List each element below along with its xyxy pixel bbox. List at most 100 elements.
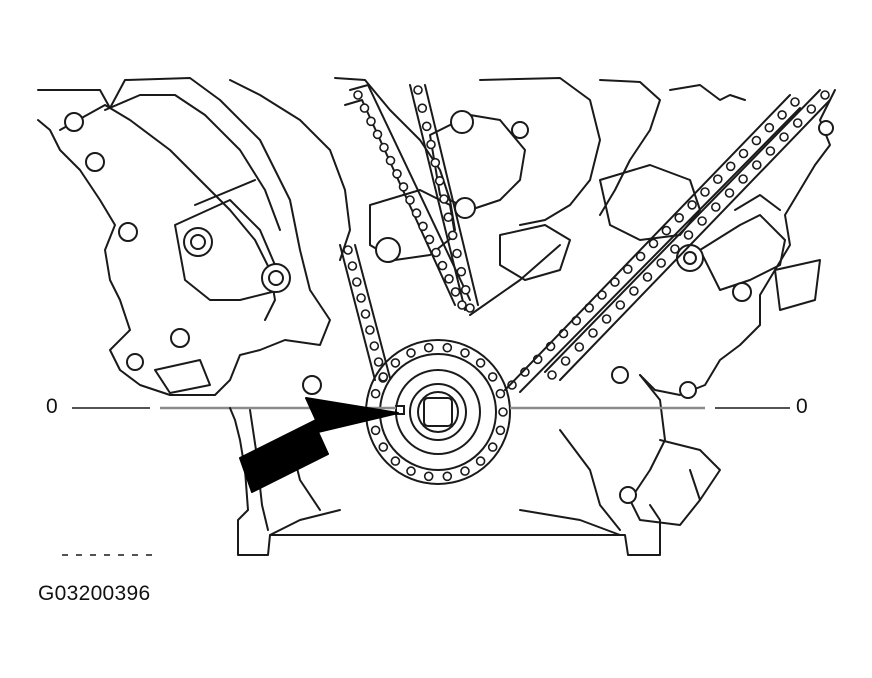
sprocket-tooth	[487, 442, 498, 452]
bolt-hole	[683, 251, 697, 265]
chain-link	[764, 122, 775, 133]
chain-link	[560, 356, 571, 366]
chain-link	[724, 188, 735, 198]
chain-link	[610, 277, 620, 287]
chain-link	[738, 148, 749, 159]
chain-link	[365, 325, 375, 335]
chain-link	[629, 286, 639, 296]
bolt-hole	[511, 121, 529, 139]
chain-link	[411, 208, 422, 218]
left-timing-marker: 0	[46, 395, 58, 418]
sprocket-tooth	[390, 456, 401, 466]
chain-link	[670, 244, 680, 254]
bolt-hole	[126, 353, 144, 371]
sprocket-tooth	[460, 348, 470, 358]
right-timing-marker: 0	[796, 395, 808, 418]
engine-block-left	[37, 77, 331, 396]
chain-link	[359, 103, 370, 113]
chain-link	[725, 161, 736, 172]
bolt-hole	[611, 366, 629, 384]
chain-link	[444, 273, 454, 284]
bolt-hole	[302, 375, 322, 395]
chain-link	[820, 90, 830, 100]
chain-link	[431, 247, 441, 258]
chain-link	[712, 174, 723, 184]
secondary-timing-chain	[469, 89, 831, 393]
chain-link	[372, 129, 383, 140]
chain-link	[356, 293, 366, 303]
bolt-hole	[118, 222, 138, 242]
bolt-hole	[170, 328, 190, 348]
chain-link	[457, 300, 467, 310]
chain-link	[806, 104, 817, 114]
sprocket-tooth	[442, 342, 453, 353]
sprocket-tooth	[406, 348, 416, 358]
chain-link	[792, 118, 803, 128]
chain-link	[366, 116, 376, 127]
bolt-hole	[190, 234, 206, 250]
chain-link	[687, 200, 697, 210]
sprocket-tooth	[495, 425, 506, 436]
chain-link	[656, 258, 667, 268]
chain-link	[790, 97, 800, 107]
chain-link	[622, 264, 633, 275]
chain-link	[751, 135, 762, 146]
sprocket-tooth	[370, 388, 381, 399]
chain-link	[661, 225, 672, 236]
chain-link	[765, 146, 776, 156]
chain-link	[424, 234, 435, 245]
bolt-hole	[619, 486, 637, 504]
alignment-arrow-icon	[239, 397, 399, 493]
chain-link	[413, 85, 423, 95]
chain-link	[353, 90, 363, 100]
chain-link	[642, 272, 653, 282]
chain-link	[738, 174, 748, 184]
primary-timing-chain	[339, 84, 479, 381]
chain-link	[460, 284, 471, 295]
bolt-hole	[732, 282, 752, 302]
chain-link	[450, 287, 461, 297]
chain-link	[700, 187, 710, 197]
chain-link	[373, 357, 384, 367]
bolt-hole	[375, 237, 401, 263]
chain-link	[601, 314, 612, 324]
sprocket-tooth	[406, 466, 416, 476]
chain-link	[697, 216, 707, 226]
chain-link	[430, 157, 441, 168]
chain-link	[456, 266, 467, 277]
sprocket-tooth	[460, 466, 470, 476]
chain-link	[547, 370, 557, 380]
chain-link	[437, 260, 448, 271]
chain-link	[405, 195, 415, 205]
sprocket-tooth	[378, 372, 389, 382]
sprocket-tooth	[370, 425, 381, 436]
chain-link	[465, 303, 475, 313]
chain-link	[683, 230, 694, 240]
sprocket-tooth	[423, 342, 434, 353]
sprocket-tooth	[378, 442, 389, 452]
chain-link	[421, 121, 432, 132]
sprocket-tooth	[487, 372, 498, 382]
sprocket-tooth	[423, 471, 434, 482]
lower-front-cover	[62, 407, 661, 556]
chain-link	[447, 230, 458, 241]
sprocket-teeth	[368, 342, 508, 482]
chain-link	[385, 155, 396, 166]
chain-link	[779, 132, 789, 142]
chain-link	[351, 277, 362, 287]
chain-link	[710, 202, 721, 212]
chain-link	[574, 342, 585, 352]
chain-link	[751, 160, 762, 170]
chain-link	[588, 328, 598, 338]
chain-link	[452, 248, 462, 259]
chain-link	[360, 309, 371, 319]
chain-link	[434, 176, 445, 186]
bolt-hole	[450, 110, 474, 134]
chain-link	[398, 182, 409, 192]
chain-link	[417, 103, 428, 113]
bolt-hole	[454, 197, 476, 219]
bolt-hole	[64, 112, 84, 132]
upper-center-components	[229, 77, 661, 281]
sprocket-tooth	[475, 358, 486, 368]
